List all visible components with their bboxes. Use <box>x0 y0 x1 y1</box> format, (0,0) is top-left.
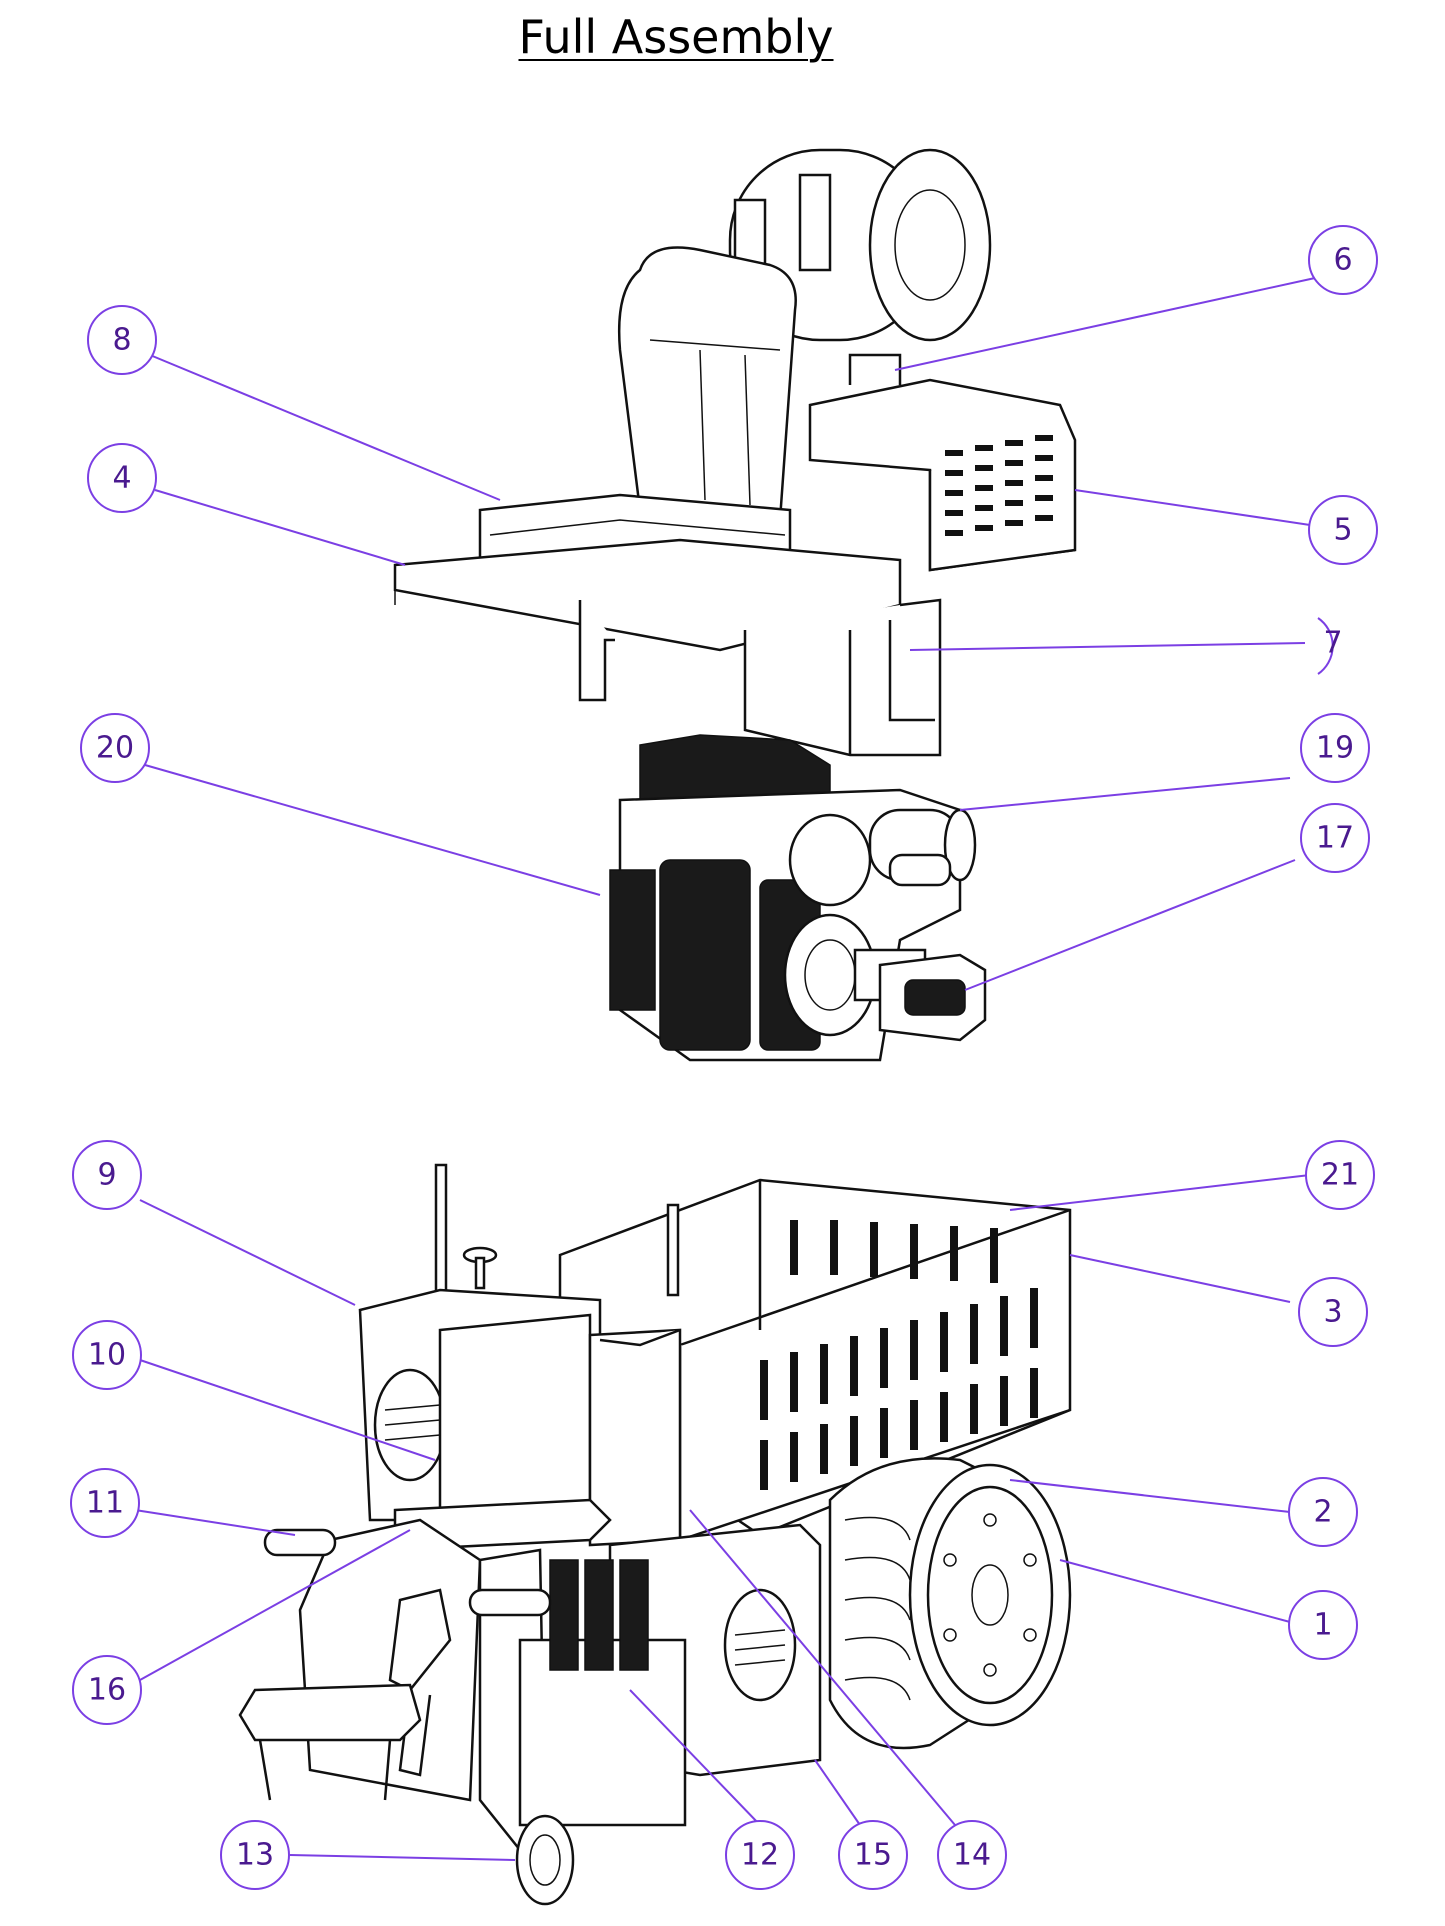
svg-text:17: 17 <box>1316 821 1354 856</box>
svg-text:20: 20 <box>96 731 134 766</box>
svg-text:12: 12 <box>741 1838 779 1873</box>
svg-text:1: 1 <box>1313 1608 1332 1643</box>
svg-text:21: 21 <box>1321 1158 1359 1193</box>
svg-text:2: 2 <box>1313 1495 1332 1530</box>
balloon-10: 10 <box>72 1320 142 1390</box>
hopper-grille <box>760 1220 1038 1490</box>
balloon-4: 4 <box>87 443 157 513</box>
svg-text:15: 15 <box>854 1838 892 1873</box>
balloon-20: 20 <box>80 713 150 783</box>
balloon-15: 15 <box>838 1820 908 1890</box>
balloon-7: 7 <box>1317 617 1343 675</box>
svg-text:5: 5 <box>1333 513 1352 548</box>
svg-text:8: 8 <box>112 323 131 358</box>
seat <box>478 246 797 587</box>
balloon-1: 1 <box>1288 1590 1358 1660</box>
leader-lines <box>134 277 1316 1861</box>
svg-text:10: 10 <box>88 1338 126 1373</box>
page-title: Full Assembly <box>518 10 834 64</box>
svg-text:6: 6 <box>1333 243 1352 278</box>
balloon-5: 5 <box>1308 495 1378 565</box>
svg-text:3: 3 <box>1323 1295 1342 1330</box>
balloons: 6 8 4 5 7 20 19 17 9 21 3 10 2 11 16 1 1… <box>70 225 1378 1890</box>
hopper-basket <box>558 1178 1072 1542</box>
chassis-group <box>238 1163 1072 1906</box>
balloon-6: 6 <box>1308 225 1378 295</box>
balloon-3: 3 <box>1298 1277 1368 1347</box>
balloon-2: 2 <box>1288 1477 1358 1547</box>
svg-text:16: 16 <box>88 1673 126 1708</box>
balloon-13: 13 <box>220 1820 290 1890</box>
svg-text:7: 7 <box>1323 626 1342 661</box>
deck-plate <box>393 538 942 757</box>
svg-text:4: 4 <box>112 461 131 496</box>
drive-wheel <box>828 1457 1072 1750</box>
engine-group <box>609 734 987 1062</box>
balloon-16: 16 <box>72 1655 142 1725</box>
balloon-21: 21 <box>1305 1140 1375 1210</box>
balloon-11: 11 <box>70 1468 140 1538</box>
shroud <box>808 353 1077 572</box>
svg-text:19: 19 <box>1316 731 1354 766</box>
svg-text:13: 13 <box>236 1838 274 1873</box>
shroud-grille <box>945 435 1053 536</box>
balloon-14: 14 <box>937 1820 1007 1890</box>
balloon-17: 17 <box>1300 803 1370 873</box>
balloon-12: 12 <box>725 1820 795 1890</box>
balloon-19: 19 <box>1300 713 1370 783</box>
svg-text:11: 11 <box>86 1486 124 1521</box>
svg-text:9: 9 <box>97 1158 116 1193</box>
balloon-8: 8 <box>87 305 157 375</box>
seat-deck-group <box>393 148 1077 757</box>
hydraulic-pump <box>878 953 987 1042</box>
balloon-9: 9 <box>72 1140 142 1210</box>
svg-text:14: 14 <box>953 1838 991 1873</box>
